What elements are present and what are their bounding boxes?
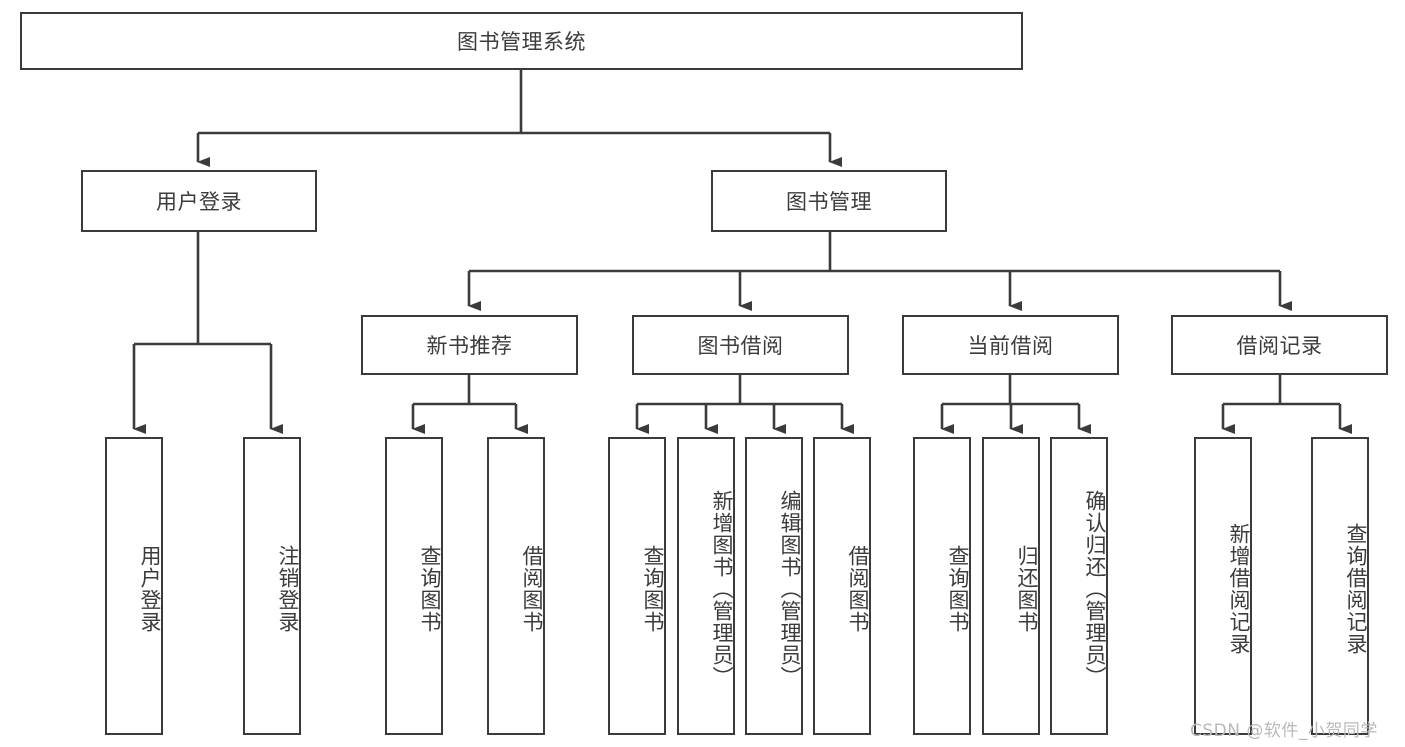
node-leaf-query-record[interactable]: 查询借阅记录	[1311, 437, 1369, 735]
node-label: 用户登录	[156, 190, 242, 214]
node-label: 借阅图书	[846, 545, 870, 633]
node-label: 新增借阅记录	[1227, 523, 1251, 655]
node-leaf-add-book[interactable]: 新增图书（管理员）	[677, 437, 735, 735]
node-leaf-borrow-book-2[interactable]: 借阅图书	[813, 437, 871, 735]
node-label: 查询图书	[946, 545, 970, 633]
node-label: 新书推荐	[426, 334, 513, 358]
node-current-borrow[interactable]: 当前借阅	[902, 315, 1119, 375]
node-label: 当前借阅	[967, 334, 1054, 358]
node-leaf-return-book[interactable]: 归还图书	[982, 437, 1040, 735]
node-leaf-query-book-3[interactable]: 查询图书	[913, 437, 971, 735]
node-book-management[interactable]: 图书管理	[711, 170, 947, 232]
node-leaf-borrow-book-1[interactable]: 借阅图书	[487, 437, 545, 735]
node-label: 图书管理系统	[457, 30, 586, 54]
node-leaf-query-book-2[interactable]: 查询图书	[608, 437, 666, 735]
node-leaf-edit-book[interactable]: 编辑图书（管理员）	[745, 437, 803, 735]
node-book-borrow[interactable]: 图书借阅	[632, 315, 849, 375]
node-label: 查询图书	[641, 545, 665, 633]
node-label: 编辑图书（管理员）	[778, 490, 802, 688]
node-label: 归还图书	[1015, 545, 1039, 633]
csdn-watermark: CSDN @软件_小贺同学	[1190, 721, 1378, 741]
node-leaf-query-book-1[interactable]: 查询图书	[385, 437, 443, 735]
node-label: 查询图书	[418, 545, 442, 633]
node-leaf-add-record[interactable]: 新增借阅记录	[1194, 437, 1252, 735]
node-leaf-logout[interactable]: 注销登录	[243, 437, 301, 735]
node-leaf-confirm-return[interactable]: 确认归还（管理员）	[1050, 437, 1108, 735]
node-borrow-record[interactable]: 借阅记录	[1171, 315, 1388, 375]
node-label: 用户登录	[138, 545, 162, 633]
node-user-login[interactable]: 用户登录	[81, 170, 317, 232]
node-label: 图书管理	[786, 190, 872, 214]
node-label: 查询借阅记录	[1344, 523, 1368, 655]
node-label: 确认归还（管理员）	[1083, 490, 1107, 688]
node-label: 借阅图书	[520, 545, 544, 633]
node-label: 借阅记录	[1236, 334, 1323, 358]
node-label: 注销登录	[276, 545, 300, 633]
node-label: 图书借阅	[697, 334, 784, 358]
node-new-book-recommend[interactable]: 新书推荐	[361, 315, 578, 375]
node-root-book-management-system[interactable]: 图书管理系统	[20, 12, 1023, 70]
node-leaf-user-login[interactable]: 用户登录	[105, 437, 163, 735]
node-label: 新增图书（管理员）	[710, 490, 734, 688]
